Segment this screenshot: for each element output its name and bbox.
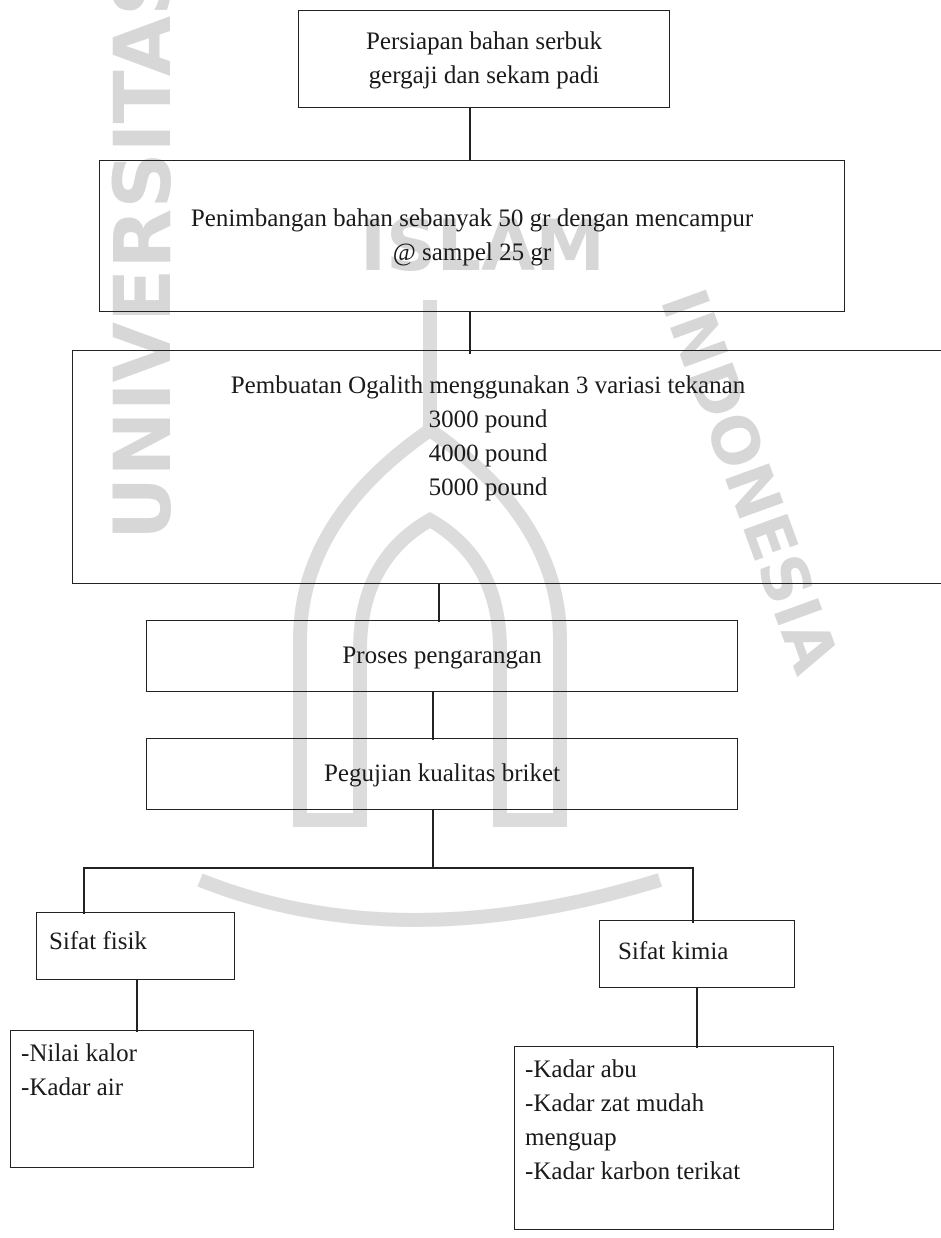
chemical-properties-box: Sifat kimia <box>599 920 795 988</box>
chemical-properties-label: Sifat kimia <box>618 938 729 965</box>
branch-left-drop <box>83 867 85 914</box>
branch-right-drop <box>692 867 694 923</box>
step-ogalith-box: Pembuatan Ogalith menggunakan 3 variasi … <box>72 350 941 584</box>
step-carbonization-box: Proses pengarangan <box>146 620 738 692</box>
step-preparation-line1: Persiapan bahan serbuk <box>365 28 603 55</box>
physical-properties-box: Sifat fisik <box>36 912 235 980</box>
branch-horizontal-line <box>83 867 693 869</box>
connector-3-4 <box>438 584 440 622</box>
step-preparation-box: Persiapan bahan serbuk gergaji dan sekam… <box>298 10 670 108</box>
chemical-item-ash: -Kadar abu <box>525 1056 637 1083</box>
connector-5-branch <box>432 810 434 868</box>
chemical-item-volatile-cont: menguap <box>525 1124 617 1151</box>
pressure-3000: 3000 pound <box>428 406 548 433</box>
connector-4-5 <box>432 692 434 740</box>
chemical-item-volatile: -Kadar zat mudah <box>525 1090 705 1117</box>
step-ogalith-title: Pembuatan Ogalith menggunakan 3 variasi … <box>230 372 746 399</box>
step-weighing-line2: @ sampel 25 gr <box>392 239 552 266</box>
physical-item-moisture: -Kadar air <box>21 1074 124 1101</box>
step-quality-test-label: Pegujian kualitas briket <box>323 760 561 787</box>
chemical-item-fixed-carbon: -Kadar karbon terikat <box>525 1158 741 1185</box>
pressure-5000: 5000 pound <box>428 474 548 501</box>
step-weighing-box: Penimbangan bahan sebanyak 50 gr dengan … <box>99 160 845 312</box>
physical-item-calorific: -Nilai kalor <box>21 1040 137 1067</box>
connector-1-2 <box>469 108 471 160</box>
step-weighing-line1: Penimbangan bahan sebanyak 50 gr dengan … <box>190 205 754 232</box>
connector-2-3 <box>469 312 471 354</box>
chemical-properties-list: -Kadar abu -Kadar zat mudah menguap -Kad… <box>514 1046 834 1230</box>
step-carbonization-label: Proses pengarangan <box>342 642 542 669</box>
step-preparation-line2: gergaji dan sekam padi <box>368 62 600 89</box>
step-quality-test-box: Pegujian kualitas briket <box>146 738 738 810</box>
connector-physical-list <box>136 980 138 1032</box>
physical-properties-label: Sifat fisik <box>49 928 147 955</box>
physical-properties-list: -Nilai kalor -Kadar air <box>10 1030 254 1168</box>
connector-chemical-list <box>696 988 698 1048</box>
pressure-4000: 4000 pound <box>428 440 548 467</box>
